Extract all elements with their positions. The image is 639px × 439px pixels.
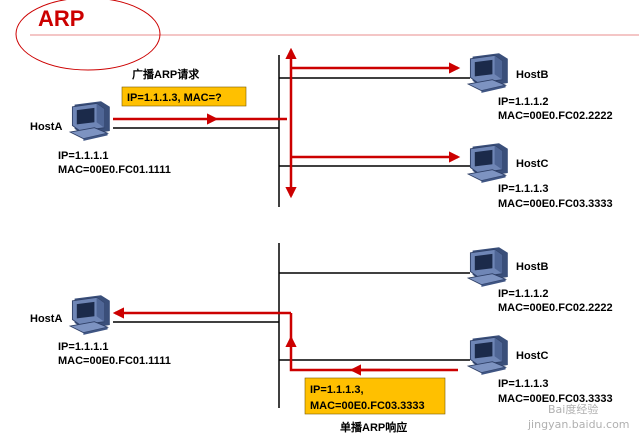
watermark-line2: jingyan.baidu.com [527, 418, 630, 431]
computer-icon [69, 100, 111, 142]
page-title: ARP [38, 6, 84, 31]
host-mac: MAC=00E0.FC02.2222 [498, 302, 613, 314]
computer-icon [467, 142, 509, 184]
host-ip: IP=1.1.1.2 [498, 96, 548, 108]
host-ip: IP=1.1.1.1 [58, 150, 108, 162]
host-ip: IP=1.1.1.3 [498, 183, 548, 195]
reply-arrow-path [289, 313, 458, 372]
host-mac: MAC=00E0.FC01.1111 [58, 355, 171, 367]
request-host-a: HostA IP=1.1.1.1 MAC=00E0.FC01.1111 [30, 100, 171, 176]
reply-host-a: HostA IP=1.1.1.1 MAC=00E0.FC01.1111 [30, 294, 171, 367]
host-name: HostA [30, 121, 62, 133]
host-ip: IP=1.1.1.1 [58, 341, 108, 353]
host-mac: MAC=00E0.FC03.3333 [498, 198, 613, 210]
reply-host-c: HostC IP=1.1.1.3 MAC=00E0.FC03.3333 [467, 334, 613, 405]
host-ip: IP=1.1.1.2 [498, 288, 548, 300]
reply-packet-box [304, 377, 446, 415]
title-ellipse [15, 0, 161, 71]
request-packet-label: IP=1.1.1.3, MAC=? [127, 92, 222, 104]
request-packet-box [121, 86, 247, 107]
host-mac: MAC=00E0.FC01.1111 [58, 164, 171, 176]
computer-icon [467, 52, 509, 94]
computer-icon [69, 294, 111, 336]
host-mac: MAC=00E0.FC03.3333 [498, 393, 613, 405]
reply-packet-label-line2: MAC=00E0.FC03.3333 [310, 400, 425, 412]
host-mac: MAC=00E0.FC02.2222 [498, 110, 613, 122]
host-name: HostA [30, 313, 62, 325]
request-host-c: HostC IP=1.1.1.3 MAC=00E0.FC03.3333 [467, 142, 613, 210]
host-name: HostB [516, 261, 548, 273]
request-caption: 广播ARP请求 [132, 67, 200, 81]
reply-caption: 单播ARP响应 [340, 420, 407, 434]
host-name: HostC [516, 158, 548, 170]
host-ip: IP=1.1.1.3 [498, 378, 548, 390]
reply-host-b: HostB IP=1.1.1.2 MAC=00E0.FC02.2222 [467, 246, 613, 314]
reply-packet-label-line1: IP=1.1.1.3, [310, 384, 364, 396]
host-name: HostB [516, 69, 548, 81]
computer-icon [467, 334, 509, 376]
computer-icon [467, 246, 509, 288]
watermark-line1: Bai度经验 [548, 402, 598, 416]
reply-panel: IP=1.1.1.3, MAC=00E0.FC03.3333 单播ARP响应 H… [30, 243, 613, 434]
request-host-b: HostB IP=1.1.1.2 MAC=00E0.FC02.2222 [467, 52, 613, 122]
host-name: HostC [516, 350, 548, 362]
request-panel: 广播ARP请求 IP=1.1.1.3, MAC=? HostA IP=1.1.1… [30, 47, 613, 210]
